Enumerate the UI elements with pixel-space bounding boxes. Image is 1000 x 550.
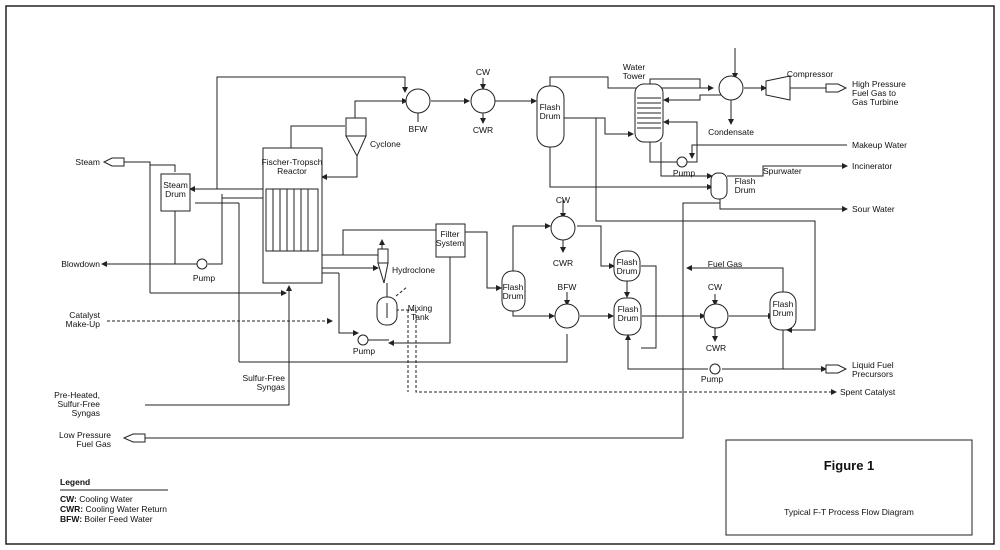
cw-exchanger-2 bbox=[550, 215, 576, 241]
pump-steam-label: Pump bbox=[193, 273, 215, 283]
legend-title: Legend bbox=[60, 477, 90, 487]
high-pressure-outlet-arrow bbox=[825, 83, 848, 93]
steam-label: Steam bbox=[75, 157, 100, 167]
pump-product bbox=[709, 363, 721, 375]
bfw-label-2: BFW bbox=[558, 282, 577, 292]
figure-title: Figure 1 bbox=[824, 458, 875, 473]
fuel-gas-label: Fuel Gas bbox=[708, 259, 743, 269]
figure-box: Figure 1 Typical F-T Process Flow Diagra… bbox=[725, 439, 973, 536]
legend: Legend CW: Cooling Water CWR: Cooling Wa… bbox=[60, 477, 168, 524]
sour-water-label: Sour Water bbox=[852, 204, 895, 214]
blowdown-label: Blowdown bbox=[61, 259, 100, 269]
pump-product-label: Pump bbox=[701, 374, 723, 384]
incinerator-label: Incinerator bbox=[852, 161, 892, 171]
spurwater-label: Spurwater bbox=[763, 166, 802, 176]
steam-outlet-arrow bbox=[102, 157, 125, 167]
flash-drum-4 bbox=[613, 250, 641, 282]
flash-drum-1 bbox=[536, 85, 565, 148]
pump-tower-label: Pump bbox=[673, 168, 695, 178]
cw-exchanger-3 bbox=[703, 303, 729, 329]
cwr-label-3: CWR bbox=[706, 343, 726, 353]
flash-drum-6 bbox=[769, 291, 797, 331]
flash-drum-3 bbox=[501, 270, 526, 312]
legend-item-bfw: BFW: Boiler Feed Water bbox=[60, 514, 153, 524]
bfw-label: BFW bbox=[409, 124, 428, 134]
liquid-fuel-outlet-arrow bbox=[825, 364, 848, 374]
cyclone-label: Cyclone bbox=[370, 139, 401, 149]
cwr-label-2: CWR bbox=[553, 258, 573, 268]
flash-drum-2 bbox=[710, 172, 728, 200]
pump-tower bbox=[676, 156, 688, 168]
cw-exchanger-1 bbox=[470, 88, 496, 114]
condensate-exchanger bbox=[718, 75, 744, 101]
pump-mixing bbox=[357, 334, 369, 346]
pump-steam bbox=[196, 258, 208, 270]
cw-label-2: CW bbox=[556, 195, 570, 205]
bfw-exchanger-2 bbox=[554, 303, 580, 329]
figure-caption: Typical F-T Process Flow Diagram bbox=[784, 507, 914, 517]
bfw-exchanger bbox=[405, 88, 431, 114]
hydroclone-label: Hydroclone bbox=[392, 265, 435, 275]
mixing-tank bbox=[376, 296, 398, 326]
legend-item-cw: CW: Cooling Water bbox=[60, 494, 133, 504]
compressor-label: Compressor bbox=[787, 69, 833, 79]
catalyst-lines bbox=[107, 286, 837, 395]
pump-mixing-label: Pump bbox=[353, 346, 375, 356]
cyclone: Cyclone bbox=[345, 117, 401, 158]
legend-item-cwr: CWR: Cooling Water Return bbox=[60, 504, 167, 514]
condensate-label: Condensate bbox=[708, 127, 754, 137]
cw-label-3: CW bbox=[708, 282, 722, 292]
low-pressure-outlet-arrow bbox=[122, 433, 146, 443]
spent-catalyst-label: Spent Catalyst bbox=[840, 387, 896, 397]
page-border bbox=[5, 5, 995, 545]
hydroclone bbox=[377, 248, 389, 284]
water-tower bbox=[634, 83, 664, 143]
cw-label-1: CW bbox=[476, 67, 490, 77]
cwr-label-1: CWR bbox=[473, 125, 493, 135]
makeup-water-label: Makeup Water bbox=[852, 140, 907, 150]
compressor bbox=[765, 75, 791, 101]
flash-drum-5 bbox=[613, 297, 642, 336]
filter-system bbox=[435, 223, 466, 258]
